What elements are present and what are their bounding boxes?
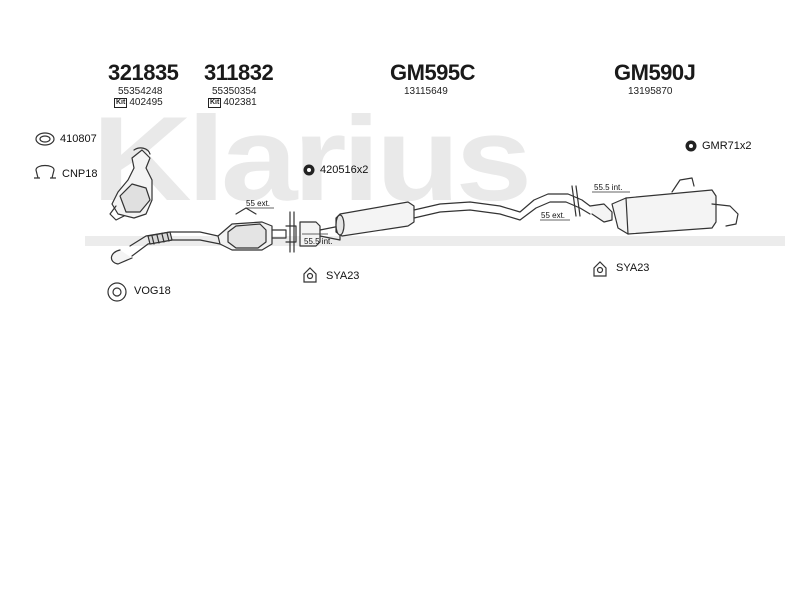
rubber-mount-icon <box>303 267 317 283</box>
part-321835-block: 321835 55354248 Kit 402495 <box>108 60 179 108</box>
part-gm595c-block: GM595C 13115649 <box>390 60 476 97</box>
rear-silencer-drawing <box>589 177 739 235</box>
second-catalytic-converter-drawing <box>217 207 287 251</box>
oe-reference: 13115649 <box>404 86 448 97</box>
kit-tag: Kit <box>114 97 128 108</box>
dimension-label: 55 ext. <box>246 199 271 208</box>
fitting-label-420516x2: 420516x2 <box>320 164 369 176</box>
oe-reference: 13195870 <box>628 86 673 97</box>
kit-number: 402495 <box>129 97 163 108</box>
part-gm590j-block: GM590J 13195870 <box>614 60 696 97</box>
kit-reference: Kit 402495 <box>114 97 178 108</box>
joint-clamp-drawing <box>285 211 341 253</box>
dimension-label: 55.5 int. <box>594 183 623 192</box>
bolt-icon <box>303 164 315 176</box>
bolt-icon-2 <box>685 140 697 152</box>
part-number: GM595C <box>390 60 476 85</box>
fitting-label-410807: 410807 <box>60 133 97 145</box>
fitting-label-gmr71x2: GMR71x2 <box>702 140 752 152</box>
oe-reference: 55354248 <box>118 86 163 97</box>
dimension-label: 55.5 int. <box>304 237 333 246</box>
centre-silencer-drawing <box>335 185 591 237</box>
kit-tag: Kit <box>208 97 222 108</box>
gasket-icon <box>35 132 55 146</box>
kit-number: 402381 <box>223 97 257 108</box>
rubber-mount-icon-2 <box>593 261 607 277</box>
part-number: GM590J <box>614 60 696 85</box>
clamp-icon <box>34 164 56 179</box>
fitting-label-sya23-rear: SYA23 <box>616 262 650 274</box>
gasket-ring-icon <box>107 282 127 302</box>
part-number: 311832 <box>204 60 274 85</box>
front-pipe-drawing <box>110 231 221 265</box>
fitting-label-vog18: VOG18 <box>134 285 171 297</box>
fitting-label-cnp18: CNP18 <box>62 168 98 180</box>
part-311832-block: 311832 55350354 Kit 402381 <box>204 60 274 108</box>
part-number: 321835 <box>108 60 179 85</box>
watermark-underline <box>85 236 785 246</box>
kit-reference: Kit 402381 <box>208 97 273 108</box>
klarius-watermark: Klarius <box>92 92 532 226</box>
fitting-label-sya23: SYA23 <box>326 270 360 282</box>
oe-reference: 55350354 <box>212 86 257 97</box>
front-catalytic-converter-drawing <box>109 147 153 221</box>
dimension-label: 55 ext. <box>541 211 566 220</box>
